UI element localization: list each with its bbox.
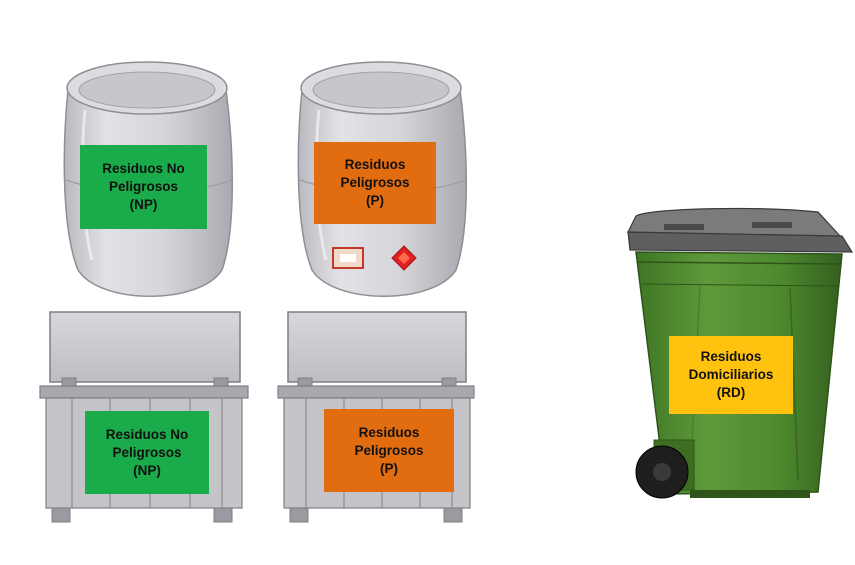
label-line-3: (RD) [717, 384, 746, 402]
label-line-1: Residuos [345, 156, 406, 174]
label-line-1: Residuos No [106, 426, 189, 444]
label-bin-domiciliarios: Residuos Domiciliarios (RD) [669, 336, 793, 414]
hazard-label-icon [333, 248, 363, 268]
label-bag-no-peligrosos: Residuos No Peligrosos (NP) [80, 145, 207, 229]
label-line-1: Residuos No [102, 160, 185, 178]
label-line-1: Residuos [701, 348, 762, 366]
label-line-3: (P) [380, 460, 398, 478]
label-crate-peligrosos: Residuos Peligrosos (P) [324, 409, 454, 492]
label-line-2: Peligrosos [112, 444, 181, 462]
label-bag-peligrosos: Residuos Peligrosos (P) [314, 142, 436, 224]
label-line-2: Domiciliarios [689, 366, 774, 384]
label-line-1: Residuos [359, 424, 420, 442]
label-line-3: (P) [366, 192, 384, 210]
label-line-3: (NP) [130, 196, 158, 214]
label-line-3: (NP) [133, 462, 161, 480]
label-line-2: Peligrosos [354, 442, 423, 460]
label-crate-no-peligrosos: Residuos No Peligrosos (NP) [85, 411, 209, 494]
label-line-2: Peligrosos [340, 174, 409, 192]
label-line-2: Peligrosos [109, 178, 178, 196]
